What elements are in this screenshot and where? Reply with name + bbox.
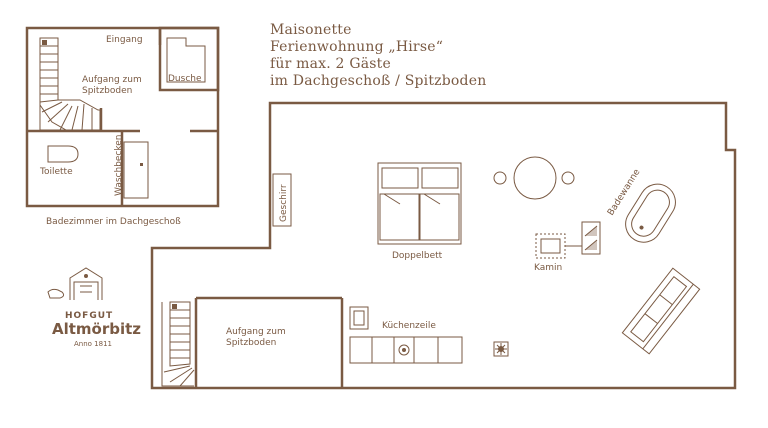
shower-wall <box>158 26 220 92</box>
sofa <box>621 267 701 355</box>
label-kamin: Kamin <box>534 263 562 273</box>
label-kuechenzeile: Küchenzeile <box>382 321 436 331</box>
apartment-plan: Geschirr Doppelbett <box>150 101 737 390</box>
label-geschirr: Geschirr <box>279 184 289 222</box>
hofgut-logo: HOFGUT Altmörbitz Anno 1811 <box>47 267 141 348</box>
geschirr-cabinet <box>272 173 292 227</box>
sink-tap <box>140 163 143 166</box>
label-dusche: Dusche <box>168 74 202 84</box>
logo-line-3: Anno 1811 <box>74 340 112 348</box>
stairs-top <box>39 37 101 131</box>
barn-icon <box>69 267 103 300</box>
label-aufgang-top-2: Spitzboden <box>82 86 132 96</box>
heading-line-4: im Dachgeschoß / Spitzboden <box>270 73 487 89</box>
fox-icon <box>47 288 65 299</box>
label-doppelbett: Doppelbett <box>392 251 443 261</box>
toilet-fixture <box>47 145 79 163</box>
label-eingang: Eingang <box>106 35 143 45</box>
bathtub <box>625 183 676 243</box>
kitchen-unit <box>349 306 463 364</box>
label-toilette: Toilette <box>39 167 73 177</box>
logo-line-1: HOFGUT <box>65 311 113 321</box>
light-icon <box>493 341 509 357</box>
label-aufgang-top-1: Aufgang zum <box>82 75 142 85</box>
heading-line-2: Ferienwohnung „Hirse“ <box>270 39 444 55</box>
label-badezimmer: Badezimmer im Dachgeschoß <box>46 217 181 227</box>
heading-line-3: für max. 2 Gäste <box>270 56 391 72</box>
sink-counter <box>123 141 149 199</box>
plan-heading: Maisonette Ferienwohnung „Hirse“ für max… <box>270 22 486 90</box>
round-table <box>493 156 575 200</box>
bathroom-plan: Dusche Eingang <box>25 26 220 227</box>
heading-line-1: Maisonette <box>270 22 352 38</box>
fireplace <box>535 221 601 259</box>
logo-line-2: Altmörbitz <box>52 320 141 338</box>
label-aufgang-bottom-2: Spitzboden <box>226 338 276 348</box>
stairs-bottom <box>161 301 195 387</box>
shower-tray <box>166 37 206 83</box>
double-bed <box>377 162 462 245</box>
apartment-outer-wall <box>150 101 737 390</box>
label-waschbecken: Waschbecken <box>114 134 124 196</box>
label-badewanne: Badewanne <box>606 167 643 217</box>
label-aufgang-bottom-1: Aufgang zum <box>226 327 286 337</box>
